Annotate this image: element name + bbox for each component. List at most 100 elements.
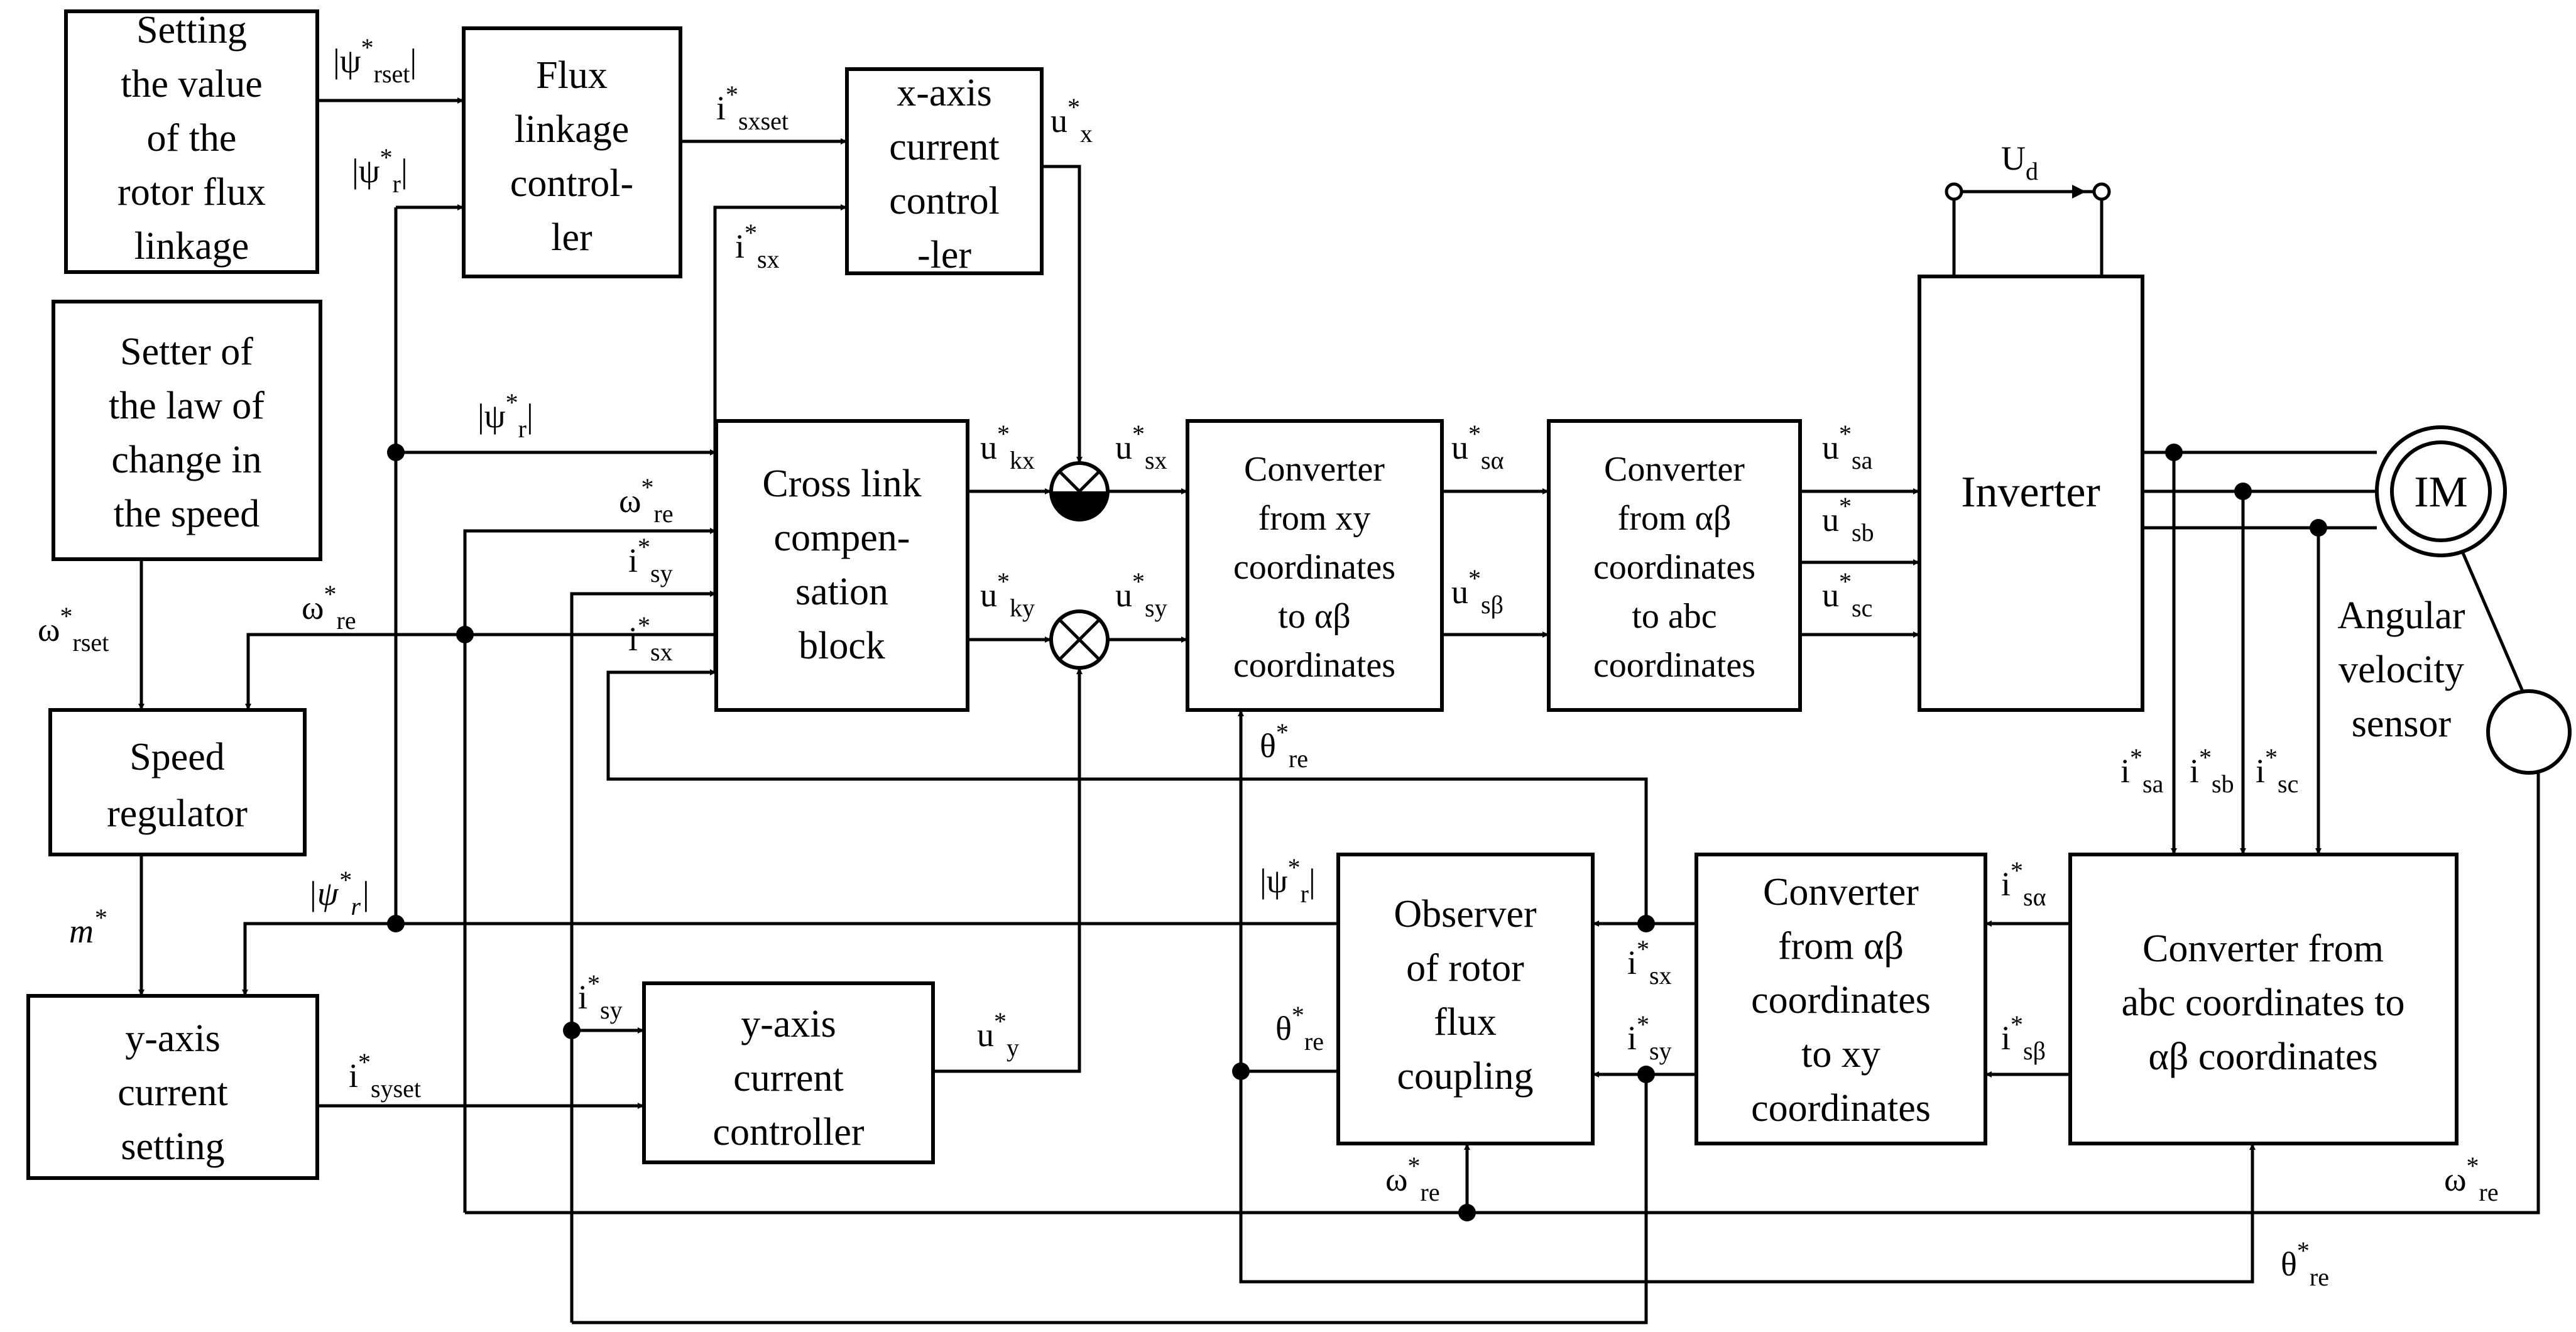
speed-sensor-label: Angular velocity sensor [2337, 594, 2465, 745]
label-w-re-obs: ω*re [1385, 1152, 1440, 1206]
label-i-sa: i*sa [2120, 743, 2164, 798]
label-i-sy-obs: i*sy [1627, 1010, 1672, 1065]
y_current_controller-line: y-axis [741, 1003, 836, 1045]
xy_to_ab-line: Converter [1244, 450, 1385, 489]
x_current_controller-line: control [889, 180, 1000, 222]
label-w-re-cl: ω*re [619, 473, 674, 528]
label-u-sx: u*sx [1115, 420, 1167, 474]
block-motor-text: IM [2414, 468, 2468, 516]
label-u-kx: u*kx [980, 420, 1035, 474]
x_current_controller-line: x-axis [897, 72, 992, 114]
label-i-sx-top: i*sx [735, 219, 780, 273]
speed_sensor-line: velocity [2339, 648, 2464, 691]
speed_law_setter-line: the speed [114, 493, 259, 535]
observer-line: of rotor [1406, 947, 1524, 990]
label-u-sy: u*sy [1115, 567, 1167, 622]
ab_to_xy-line: from αβ [1778, 925, 1904, 968]
block-ab-to-abc: Converter from αβ coordinates to abc coordin… [1547, 419, 1802, 712]
label-i-sb: i*sb [2190, 743, 2234, 798]
x_current_controller-line: -ler [917, 234, 971, 276]
speed_law_setter-line: change in [111, 439, 261, 481]
abc_to_ab-line: Converter from [2142, 927, 2384, 970]
block-y-current-controller: y-axis current controller [642, 981, 935, 1164]
label-psi-r-top: |ψ*r| [352, 143, 408, 198]
label-w-rset: ω*rset [38, 602, 109, 657]
motor-line: IM [2414, 468, 2468, 516]
block-x-current-controller: x-axis current control -ler [845, 67, 1044, 276]
observer-line: flux [1434, 1001, 1497, 1044]
xy_to_ab-line: from xy [1258, 499, 1371, 538]
flux_controller-line: linkage [515, 108, 630, 151]
label-u-x: u*x [1051, 93, 1093, 148]
block-speed-sensor: Angular velocity sensor [2337, 552, 2572, 775]
block-y-current-controller-text: y-axis current controller [712, 1003, 864, 1154]
speed_sensor-line: Angular [2337, 594, 2465, 637]
label-u-sb: u*sb [1822, 492, 1874, 547]
flux_setting-line: Setting [136, 9, 247, 52]
ab_to_abc-line: coordinates [1593, 646, 1755, 685]
y_current_setting-line: y-axis [125, 1017, 221, 1060]
speed_law_setter-line: Setter of [120, 330, 253, 373]
ab_to_abc-line: to abc [1632, 597, 1716, 636]
dc-link-terminals [1945, 182, 2111, 201]
label-u-y: u*y [977, 1007, 1019, 1062]
label-u-d: Ud [2001, 139, 2038, 185]
label-u-s-beta: u*sβ [1451, 564, 1504, 619]
sum-junction-x [1049, 461, 1110, 521]
observer-line: Observer [1394, 893, 1537, 936]
ab_to_abc-line: Converter [1604, 450, 1745, 489]
label-i-syset: i*syset [349, 1048, 421, 1103]
label-m-star: m* [69, 903, 106, 950]
label-theta-re-obs: θ*re [1275, 1001, 1324, 1056]
inverter-line: Inverter [1961, 468, 2100, 516]
label-i-s-alpha: i*sα [2001, 856, 2046, 911]
speed_sensor-line: sensor [2352, 702, 2452, 745]
label-i-sxset: i*sxset [716, 80, 789, 135]
signal-labels: |ψ*rset| |ψ*r| i*sxset i*sx u*x |ψ*r| ω*… [38, 33, 2499, 1291]
ab_to_xy-line: coordinates [1751, 979, 1931, 1022]
label-psi-r-obs: |ψ*r| [1260, 853, 1316, 908]
ab_to_xy-line: Converter [1763, 871, 1919, 914]
y_current_controller-line: current [733, 1057, 844, 1100]
block-x-current-controller-text: x-axis current control -ler [889, 72, 1000, 276]
label-u-s-alpha: u*sα [1451, 420, 1504, 474]
ab_to_abc-line: coordinates [1593, 548, 1755, 587]
abc_to_ab-line: αβ coordinates [2148, 1035, 2377, 1078]
x_current_controller-line: current [889, 126, 1000, 168]
label-psi-r-mid: |ψ*r| [478, 388, 533, 443]
xy_to_ab-line: coordinates [1233, 548, 1395, 587]
block-motor: IM [2375, 425, 2507, 557]
label-i-sy-yc: i*sy [578, 969, 623, 1024]
block-inverter-text: Inverter [1961, 468, 2100, 516]
label-u-sa: u*sa [1822, 420, 1873, 474]
flux_setting-line: the value [121, 63, 263, 106]
cross_link-line: Cross link [762, 462, 921, 505]
xy_to_ab-line: to αβ [1278, 597, 1350, 636]
abc_to_ab-line: abc coordinates to [2121, 981, 2404, 1024]
block-abc-to-ab-text: Converter from abc coordinates to αβ coord… [2121, 927, 2404, 1078]
cross_link-line: compen- [774, 516, 910, 559]
xy_to_ab-line: coordinates [1233, 646, 1395, 685]
ab_to_xy-line: coordinates [1751, 1087, 1931, 1130]
flux_setting-line: of the [147, 117, 237, 160]
flux_setting-line: rotor flux [117, 171, 266, 214]
block-ab-to-abc-text: Converter from αβ coordinates to abc coordin… [1593, 450, 1755, 685]
sum-junction-y [1049, 609, 1110, 670]
label-i-sy-cl: i*sy [628, 533, 673, 587]
ab_to_abc-line: from αβ [1618, 499, 1732, 538]
y_current_controller-line: controller [712, 1111, 864, 1154]
speed_regulator-line: regulator [107, 792, 248, 835]
